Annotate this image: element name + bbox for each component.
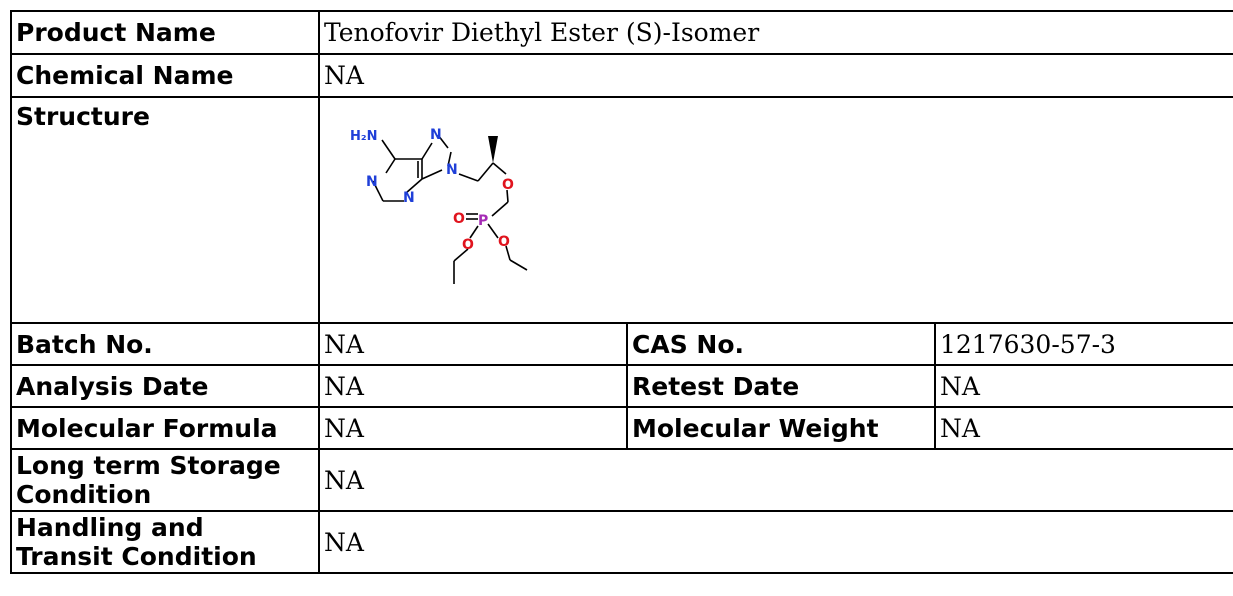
chemical-name-value: NA <box>317 53 1233 98</box>
row-product-name: Product Name Tenofovir Diethyl Ester (S)… <box>10 10 1233 55</box>
retest-date-value: NA <box>933 364 1233 408</box>
molecular-weight-value: NA <box>933 406 1233 450</box>
row-structure: Structure <box>10 96 1233 324</box>
nitrogen-atom-n1: N <box>366 174 378 190</box>
nitrogen-atom-n7: N <box>430 127 442 143</box>
oxygen-atom-ether: O <box>502 177 514 193</box>
nitrogen-atom-n3: N <box>403 190 415 206</box>
row-storage: Long term Storage Condition NA <box>10 448 1233 512</box>
retest-date-label: Retest Date <box>626 364 936 408</box>
molecular-formula-value: NA <box>318 406 628 450</box>
row-handling: Handling and Transit Condition NA <box>10 510 1233 574</box>
product-name-value: Tenofovir Diethyl Ester (S)-Isomer <box>317 10 1233 55</box>
oxygen-atom-ester-right: O <box>498 234 510 250</box>
storage-label: Long term Storage Condition <box>10 448 320 512</box>
analysis-date-value: NA <box>318 364 628 408</box>
oxygen-atom-ester-left: O <box>462 237 474 253</box>
row-formula-weight: Molecular Formula NA Molecular Weight NA <box>10 406 1233 450</box>
handling-value: NA <box>317 510 1233 574</box>
structure-label: Structure <box>10 96 320 324</box>
row-chemical-name: Chemical Name NA <box>10 53 1233 98</box>
handling-label: Handling and Transit Condition <box>10 510 320 574</box>
chemical-name-label: Chemical Name <box>10 53 320 98</box>
molecular-formula-label: Molecular Formula <box>10 406 320 450</box>
molecular-weight-label: Molecular Weight <box>626 406 936 450</box>
oxygen-atom-double: O <box>453 211 465 227</box>
storage-value: NA <box>317 448 1233 512</box>
structure-cell: H₂N N N N N O O P O O <box>317 96 1233 324</box>
product-name-label: Product Name <box>10 10 320 55</box>
analysis-date-label: Analysis Date <box>10 364 320 408</box>
nitrogen-atom-n9: N <box>446 162 458 178</box>
specification-table: Product Name Tenofovir Diethyl Ester (S)… <box>10 10 1233 574</box>
structure-image: H₂N N N N N O O P O O <box>350 127 528 284</box>
storage-label-line1: Long term Storage <box>16 451 281 480</box>
cas-no-label: CAS No. <box>626 322 936 366</box>
row-analysis-retest: Analysis Date NA Retest Date NA <box>10 364 1233 408</box>
handling-label-line2: Transit Condition <box>16 542 257 571</box>
storage-label-line2: Condition <box>16 480 152 509</box>
batch-no-label: Batch No. <box>10 322 320 366</box>
row-batch-cas: Batch No. NA CAS No. 1217630-57-3 <box>10 322 1233 366</box>
batch-no-value: NA <box>318 322 628 366</box>
amine-label: H₂N <box>350 129 377 144</box>
phosphorus-atom: P <box>478 213 488 229</box>
cas-no-value: 1217630-57-3 <box>933 322 1233 366</box>
handling-label-line1: Handling and <box>16 513 204 542</box>
